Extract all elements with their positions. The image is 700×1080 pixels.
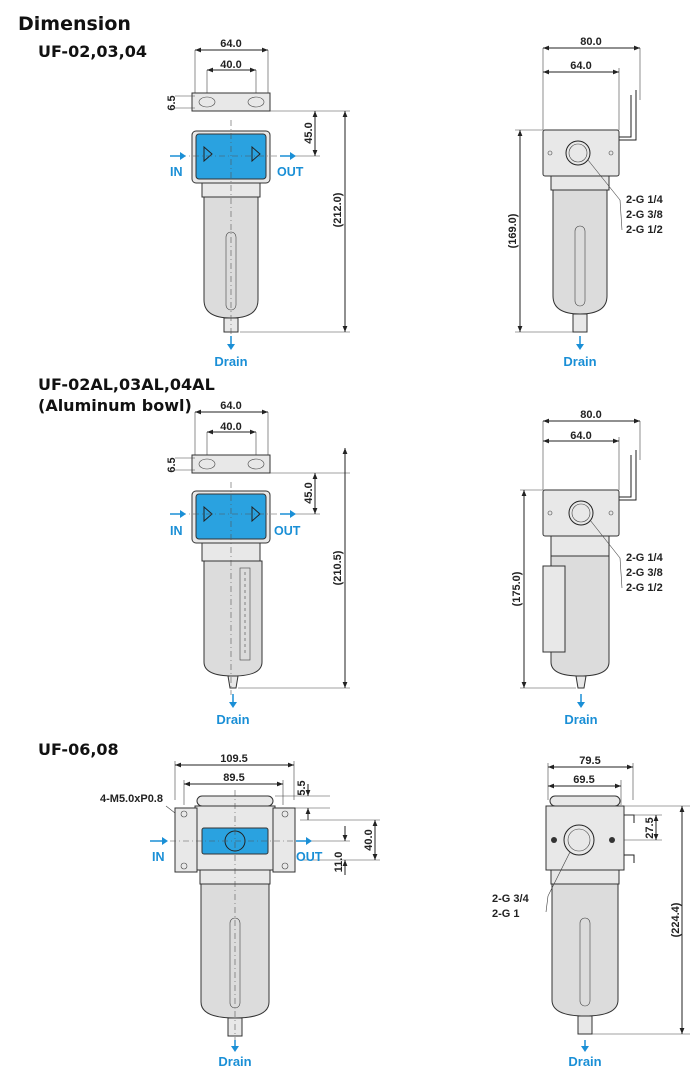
s3-front-width-inner: 89.5 — [223, 772, 244, 784]
s2-front-port-height: 45.0 — [303, 482, 315, 503]
s3-front-port-height: 40.0 — [363, 829, 375, 850]
s1-in-label: IN — [170, 165, 183, 179]
section-1-side-view: 80.0 64.0 (169.0) 2-G 1/4 2-G 3/8 2-G 1/… — [507, 36, 664, 369]
s2-side-height: (175.0) — [511, 571, 523, 606]
s2-side-width-inner: 64.0 — [570, 430, 591, 442]
s2-front-width-outer: 64.0 — [220, 400, 241, 412]
s3-front-width-outer: 109.5 — [220, 753, 248, 765]
s2-in-label: IN — [170, 524, 183, 538]
s2-front-drain-label: Drain — [216, 712, 249, 727]
section-2-model-note: (Aluminum bowl) — [38, 396, 192, 415]
s1-side-body — [542, 129, 620, 177]
s3-right-bracket — [272, 807, 296, 873]
s3-thread-1: 2-G 3/4 — [492, 893, 530, 905]
s3-front-mount-offset: 5.5 — [296, 780, 308, 795]
s1-side-width-inner: 64.0 — [570, 60, 591, 72]
s3-side-width-inner: 69.5 — [573, 774, 594, 786]
section-1-front-view: 64.0 40.0 6.5 45.0 (212.0) IN OUT Drain — [166, 38, 350, 369]
section-2-front-view: 64.0 40.0 6.5 45.0 (210.5) IN OUT Drain — [166, 400, 350, 727]
section-1-model-label: UF-02,03,04 — [38, 42, 148, 61]
s1-front-total-height: (212.0) — [332, 192, 344, 227]
s3-side-port-offset: 27.5 — [644, 817, 656, 838]
s2-thread-2: 2-G 3/8 — [626, 567, 663, 579]
section-3-front-view: 109.5 89.5 4-M5.0xP0.8 5.5 40.0 11.0 IN — [100, 753, 380, 1069]
s2-thread-1: 2-G 1/4 — [626, 552, 664, 564]
s3-front-port-offset: 11.0 — [333, 852, 345, 873]
s1-side-height: (169.0) — [507, 213, 519, 248]
s1-out-label: OUT — [277, 165, 304, 179]
s1-side-width-outer: 80.0 — [580, 36, 601, 48]
s1-side-drain-label: Drain — [563, 354, 596, 369]
s2-front-width-inner: 40.0 — [220, 421, 241, 433]
s2-front-total-height: (210.5) — [332, 550, 344, 585]
s3-thread-2: 2-G 1 — [492, 908, 520, 920]
s3-in-label: IN — [152, 850, 165, 864]
s1-front-width-inner: 40.0 — [220, 59, 241, 71]
s1-thread-2: 2-G 3/8 — [626, 209, 663, 221]
s2-aluminum-bowl — [203, 560, 263, 677]
s2-front-mount-offset: 6.5 — [166, 457, 178, 472]
s2-side-drain-label: Drain — [564, 712, 597, 727]
s3-out-label: OUT — [296, 850, 323, 864]
s1-front-mount-offset: 6.5 — [166, 95, 178, 110]
s3-front-screw-note: 4-M5.0xP0.8 — [100, 793, 163, 805]
s2-thread-3: 2-G 1/2 — [626, 582, 663, 594]
s1-front-drain-label: Drain — [214, 354, 247, 369]
s3-side-width-outer: 79.5 — [579, 755, 600, 767]
section-3-side-view: 79.5 69.5 27.5 (224.4) 2-G 3/4 2-G 1 Dra… — [492, 755, 690, 1069]
section-2-model-label: UF-02AL,03AL,04AL — [38, 375, 215, 394]
s2-side-width-outer: 80.0 — [580, 409, 601, 421]
section-2-side-view: 80.0 64.0 (175.0) 2-G 1/4 2-G 3/8 2-G 1/… — [511, 409, 664, 727]
s2-out-label: OUT — [274, 524, 301, 538]
s1-bracket — [191, 92, 271, 112]
s1-front-width-outer: 64.0 — [220, 38, 241, 50]
s3-side-drain-label: Drain — [568, 1054, 601, 1069]
s3-front-drain-label: Drain — [218, 1054, 251, 1069]
s3-left-bracket — [174, 807, 198, 873]
section-3-model-label: UF-06,08 — [38, 740, 119, 759]
page-title: Dimension — [18, 13, 131, 35]
s3-side-height: (224.4) — [670, 902, 682, 937]
s1-thread-1: 2-G 1/4 — [626, 194, 664, 206]
s1-thread-3: 2-G 1/2 — [626, 224, 663, 236]
s1-front-port-height: 45.0 — [303, 122, 315, 143]
